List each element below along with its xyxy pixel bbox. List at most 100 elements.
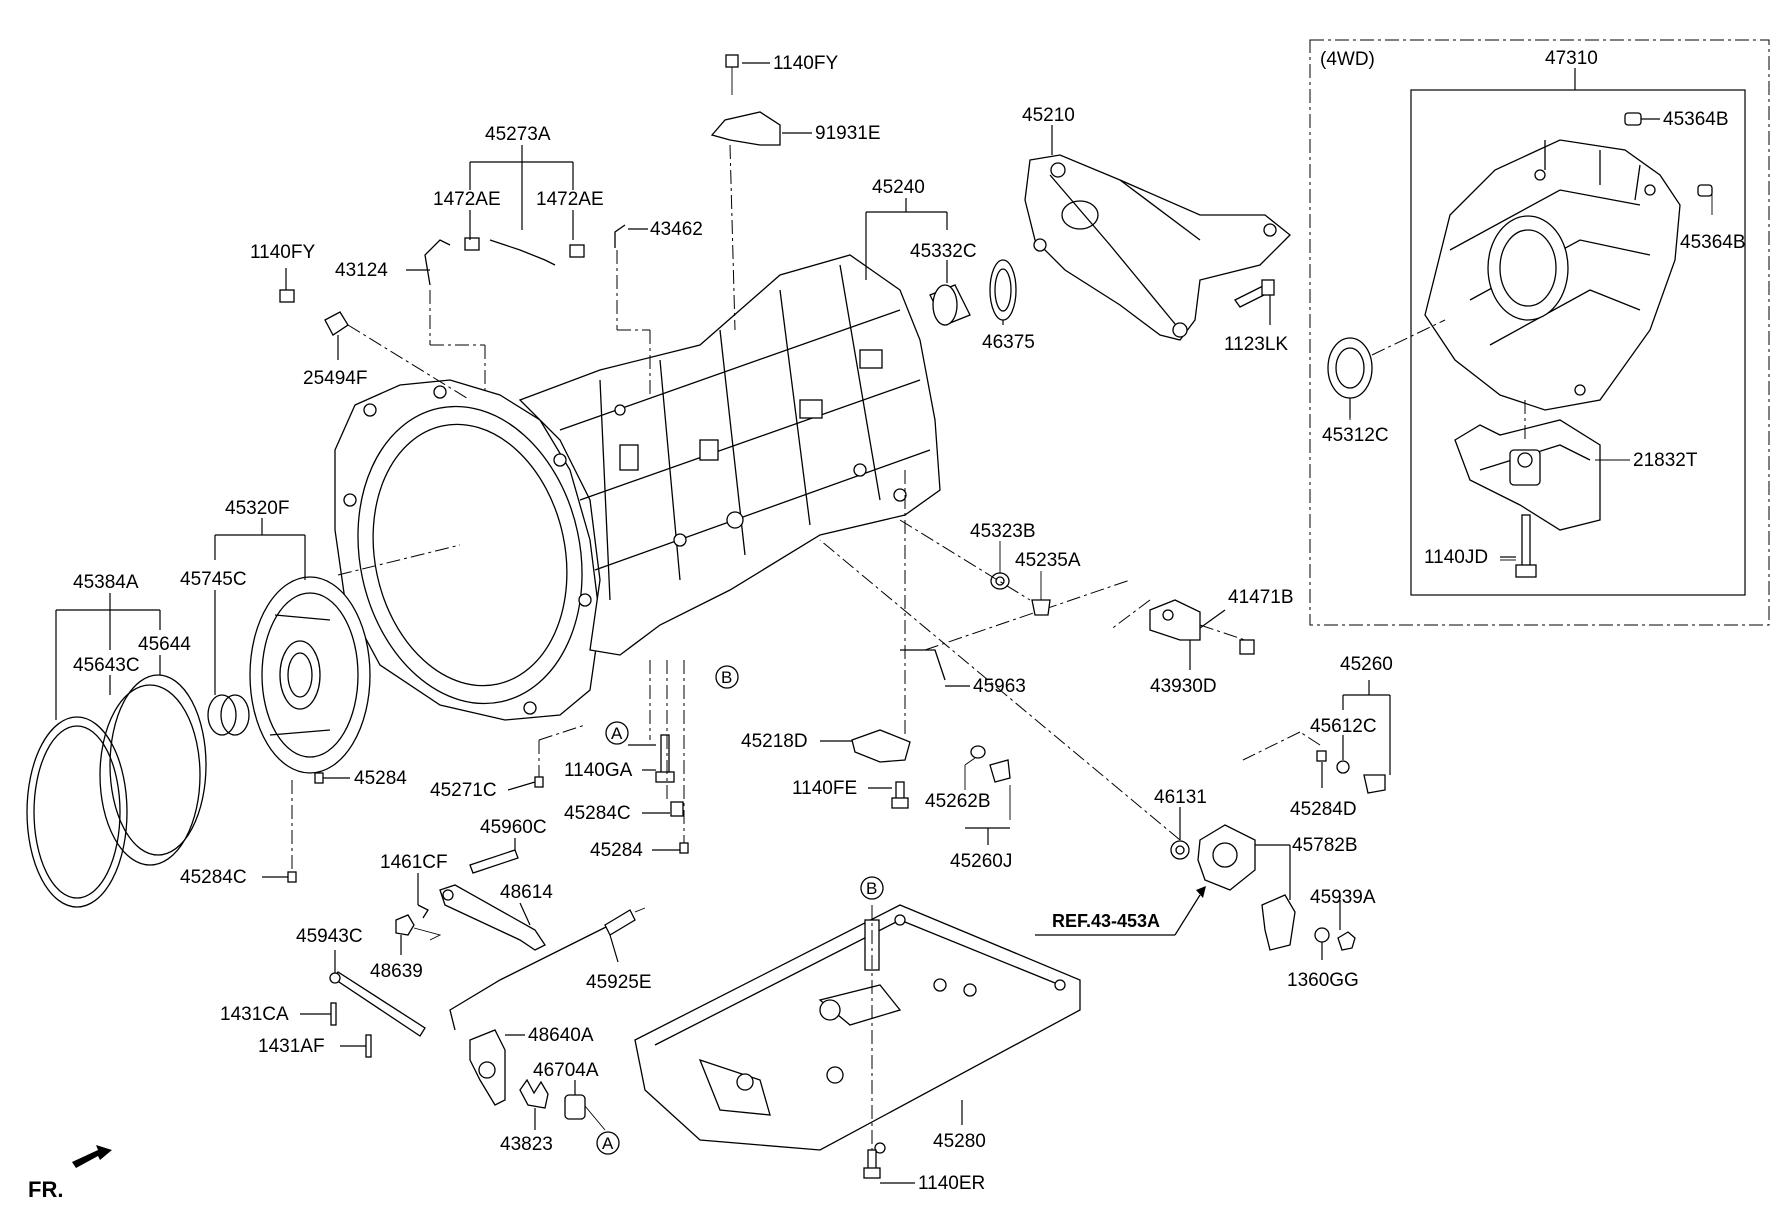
label-1472ae-left: 1472AE (433, 189, 501, 210)
label-45384a: 45384A (73, 572, 139, 593)
plug-45364b-side (1697, 184, 1713, 215)
bolt-1123lk (1234, 279, 1275, 308)
ref-note: REF.43-453A (1052, 911, 1160, 931)
label-45943c: 45943C (296, 926, 363, 947)
label-45260: 45260 (1340, 654, 1393, 675)
washer-45323b (990, 541, 1010, 590)
label-25494f: 25494F (303, 368, 367, 389)
label-1140fe: 1140FE (792, 778, 857, 799)
label-45612c: 45612C (1310, 716, 1377, 737)
seal-46375 (989, 259, 1017, 321)
tube-45963 (900, 579, 1131, 681)
label-1431ca: 1431CA (220, 1004, 289, 1025)
transmission-case-45240 (334, 254, 941, 721)
label-45284-bottom: 45284 (590, 840, 643, 861)
svg-text:B: B (721, 668, 732, 687)
label-41471b: 41471B (1228, 587, 1294, 608)
label-1360gg: 1360GG (1287, 970, 1359, 991)
bolt-1140jd (1500, 514, 1537, 578)
label-45284c-left: 45284C (180, 867, 247, 888)
circle-marker-b-2: B (860, 876, 884, 900)
label-1140jd: 1140JD (1424, 547, 1488, 568)
label-45218d: 45218D (741, 731, 808, 752)
circle-marker-b-1: B (715, 665, 739, 689)
label-45260j: 45260J (950, 851, 1012, 872)
label-1140ga: 1140GA (564, 760, 633, 781)
front-marker: FR. (28, 1177, 63, 1202)
label-91931e: 91931E (815, 123, 881, 144)
frame-4wd: (4WD) (1309, 39, 1770, 626)
label-1140fy-top: 1140FY (773, 53, 838, 74)
label-1431af: 1431AF (258, 1036, 325, 1057)
label-45745c: 45745C (180, 569, 247, 590)
bolt-1140er (863, 1149, 881, 1179)
shaft-45943c (329, 971, 426, 1037)
label-21832t: 21832T (1633, 450, 1698, 471)
label-45332c: 45332C (910, 241, 977, 262)
plug-45235a (899, 519, 1051, 616)
label-45782b: 45782B (1292, 835, 1358, 856)
label-1123lk: 1123LK (1224, 334, 1288, 355)
label-48640a: 48640A (528, 1025, 594, 1046)
ring-45644 (109, 674, 207, 856)
label-45240: 45240 (872, 177, 925, 198)
nut-48639 (395, 914, 442, 941)
leader-lines (55, 62, 1660, 1184)
label-45644: 45644 (138, 634, 191, 655)
oil-pump-45320f (249, 576, 371, 774)
bushing-46704a (564, 1094, 606, 1131)
label-45280: 45280 (933, 1131, 986, 1152)
ring-45384a (26, 716, 128, 908)
label-43462: 43462 (650, 219, 703, 240)
label-45284c-bottom: 45284C (564, 803, 631, 824)
label-43930d: 43930D (1150, 676, 1217, 697)
svg-text:A: A (602, 1134, 614, 1153)
label-48639: 48639 (370, 961, 423, 982)
circle-marker-a-1: A (605, 721, 629, 745)
ring-45643c (99, 684, 201, 866)
bracket-45210 (1024, 154, 1291, 341)
shaft-45960c (469, 849, 519, 874)
label-43823: 43823 (500, 1134, 553, 1155)
label-45364b-side: 45364B (1680, 232, 1746, 253)
plate-45218d (851, 470, 911, 809)
frame-47310-box (1410, 89, 1746, 596)
sensor-45260 (1242, 731, 1386, 794)
oil-pan-45280 (634, 904, 1081, 1154)
label-45323b: 45323B (970, 521, 1036, 542)
label-1140fy-left: 1140FY (250, 242, 315, 263)
part-labels: 1140FY 91931E 45273A 1472AE 1472AE 43462… (73, 48, 1746, 1194)
label-48614: 48614 (500, 882, 553, 903)
bracket-45939a (1261, 894, 1356, 951)
frame-4wd-border (1309, 39, 1770, 626)
label-45271c: 45271C (430, 780, 497, 801)
clip-25494f (279, 289, 471, 401)
front-arrow-icon (72, 1145, 112, 1168)
clip-1461cf (417, 904, 429, 919)
label-45284-pump: 45284 (354, 768, 407, 789)
pins-1431 (330, 1002, 372, 1058)
label-45235a: 45235A (1015, 550, 1081, 571)
bushing-45332c (929, 284, 971, 326)
bushing-45745c (207, 694, 250, 736)
pins-45284 (287, 544, 461, 883)
frame-4wd-caption: (4WD) (1320, 49, 1375, 70)
label-45939a: 45939A (1310, 887, 1376, 908)
label-45320f: 45320F (225, 498, 289, 519)
sensor-45782b (819, 539, 1256, 891)
label-45312c: 45312C (1322, 425, 1389, 446)
svg-text:B: B (866, 879, 877, 898)
ref-arrow (1035, 886, 1206, 936)
label-45960c: 45960C (480, 817, 547, 838)
mount-21832t (1454, 400, 1630, 531)
label-1472ae-right: 1472AE (536, 189, 604, 210)
seal-45312c (1327, 319, 1446, 420)
label-47310: 47310 (1545, 48, 1598, 69)
spring-43823 (519, 1078, 549, 1109)
label-46375: 46375 (982, 332, 1035, 353)
label-1140er: 1140ER (918, 1173, 985, 1194)
label-45284d: 45284D (1290, 799, 1357, 820)
label-45364b-top: 45364B (1663, 109, 1729, 130)
lever-48640a (469, 1029, 506, 1106)
